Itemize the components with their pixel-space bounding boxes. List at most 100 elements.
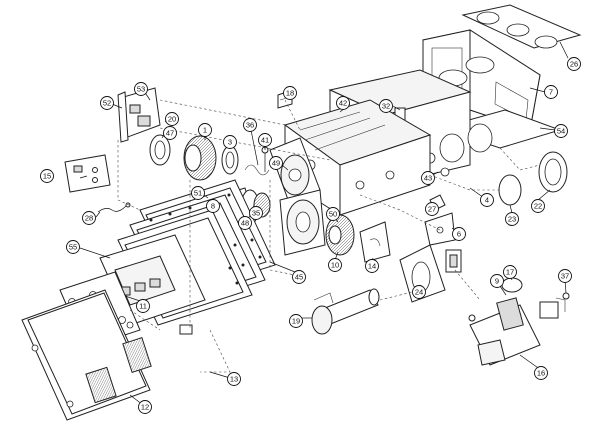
svg-text:6: 6 — [457, 230, 461, 239]
svg-text:8: 8 — [211, 202, 215, 211]
callout-52: 52 — [100, 96, 114, 110]
callout-50: 50 — [326, 207, 340, 221]
part-fan-housing — [269, 137, 321, 206]
callout-9: 9 — [490, 274, 504, 288]
svg-text:51: 51 — [194, 189, 202, 198]
svg-text:4: 4 — [485, 196, 489, 205]
svg-text:10: 10 — [331, 261, 339, 270]
callout-10: 10 — [328, 258, 342, 272]
part-bracket-6 — [424, 212, 456, 246]
svg-text:18: 18 — [286, 89, 294, 98]
part-gasket-top — [461, 4, 582, 49]
callout-35: 35 — [249, 206, 263, 220]
callout-26: 26 — [567, 57, 581, 71]
callouts: 26 7 54 32 42 53 52 18 20 1 47 3 36 41 4… — [40, 57, 581, 414]
svg-text:23: 23 — [508, 215, 516, 224]
callout-1: 1 — [198, 123, 212, 137]
svg-text:26: 26 — [570, 60, 578, 69]
callout-48: 48 — [238, 216, 252, 230]
svg-text:17: 17 — [506, 268, 514, 277]
callout-54: 54 — [554, 124, 568, 138]
svg-text:53: 53 — [137, 85, 145, 94]
svg-text:7: 7 — [549, 88, 553, 97]
callout-18: 18 — [283, 86, 297, 100]
svg-text:55: 55 — [69, 243, 77, 252]
callout-4: 4 — [480, 193, 494, 207]
callout-45: 45 — [292, 270, 306, 284]
callout-28: 28 — [82, 211, 96, 225]
svg-text:52: 52 — [103, 99, 111, 108]
svg-text:22: 22 — [534, 202, 542, 211]
svg-text:13: 13 — [230, 375, 238, 384]
svg-text:47: 47 — [166, 129, 174, 138]
svg-text:12: 12 — [141, 403, 149, 412]
svg-text:32: 32 — [382, 102, 390, 111]
callout-24: 24 — [412, 285, 426, 299]
callout-41: 41 — [258, 133, 272, 147]
svg-text:14: 14 — [368, 262, 376, 271]
svg-text:19: 19 — [292, 317, 300, 326]
callout-3: 3 — [223, 135, 237, 149]
callout-8: 8 — [206, 199, 220, 213]
callout-22: 22 — [531, 199, 545, 213]
callout-47: 47 — [163, 126, 177, 140]
callout-27: 27 — [425, 202, 439, 216]
callout-6: 6 — [452, 227, 466, 241]
callout-16: 16 — [534, 366, 548, 380]
callout-53: 53 — [134, 82, 148, 96]
part-control-board — [117, 87, 161, 143]
callout-36: 36 — [243, 118, 257, 132]
callout-37: 37 — [558, 269, 572, 283]
callout-15: 15 — [40, 169, 54, 183]
part-blower-scroll — [279, 189, 326, 256]
svg-text:48: 48 — [241, 219, 249, 228]
svg-text:37: 37 — [561, 272, 569, 281]
svg-text:15: 15 — [43, 172, 51, 181]
svg-text:20: 20 — [168, 115, 176, 124]
callout-14: 14 — [365, 259, 379, 273]
svg-text:11: 11 — [139, 302, 147, 311]
part-combustion-fan — [149, 134, 270, 181]
svg-text:49: 49 — [272, 159, 280, 168]
callout-51: 51 — [191, 186, 205, 200]
svg-text:50: 50 — [329, 210, 337, 219]
callout-55: 55 — [66, 240, 80, 254]
svg-text:35: 35 — [252, 209, 260, 218]
callout-23: 23 — [505, 212, 519, 226]
callout-32: 32 — [379, 99, 393, 113]
assembly-lines — [117, 99, 541, 373]
svg-text:1: 1 — [203, 126, 207, 135]
callout-13: 13 — [227, 372, 241, 386]
svg-text:43: 43 — [424, 174, 432, 183]
svg-text:54: 54 — [557, 127, 565, 136]
part-duct-housing — [422, 29, 541, 131]
callout-11: 11 — [136, 299, 150, 313]
part-burner-tube — [311, 288, 380, 335]
svg-text:36: 36 — [246, 121, 254, 130]
part-access-door — [21, 289, 152, 421]
svg-text:45: 45 — [295, 273, 303, 282]
part-bracket — [359, 221, 391, 263]
svg-text:3: 3 — [228, 138, 232, 147]
svg-text:28: 28 — [85, 214, 93, 223]
part-gas-valve — [468, 277, 570, 366]
part-wire — [97, 202, 131, 213]
callout-43: 43 — [421, 171, 435, 185]
svg-text:27: 27 — [428, 205, 436, 214]
callout-49: 49 — [269, 156, 283, 170]
svg-text:41: 41 — [261, 136, 269, 145]
svg-text:42: 42 — [339, 99, 347, 108]
callout-7: 7 — [544, 85, 558, 99]
callout-12: 12 — [138, 400, 152, 414]
svg-text:9: 9 — [495, 277, 499, 286]
part-blower-wheel — [325, 214, 355, 256]
callout-20: 20 — [165, 112, 179, 126]
callout-42: 42 — [336, 96, 350, 110]
part-ring-gasket — [399, 244, 462, 303]
callout-17: 17 — [503, 265, 517, 279]
svg-text:16: 16 — [537, 369, 545, 378]
part-screw-41 — [261, 146, 269, 172]
svg-text:24: 24 — [415, 288, 423, 297]
